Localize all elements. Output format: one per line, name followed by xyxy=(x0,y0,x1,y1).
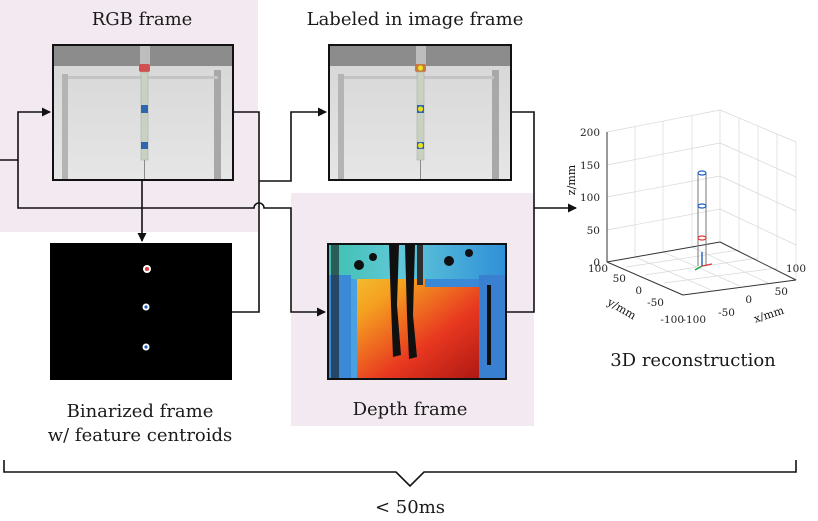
timing-label: < 50ms xyxy=(374,497,445,518)
reconstruction-label: 3D reconstruction xyxy=(610,350,776,371)
depth-frame-image xyxy=(327,243,507,380)
x-axis-label: x/mm xyxy=(752,304,786,326)
x-tick-m100: -100 xyxy=(682,314,706,326)
y-tick-m50: -50 xyxy=(647,297,664,309)
labeled-frame-image xyxy=(328,44,512,181)
y-axis-label: y/mm xyxy=(604,295,639,322)
rgb-frame-label: RGB frame xyxy=(91,9,193,30)
x-tick-0: 0 xyxy=(745,294,752,306)
binarized-frame-image xyxy=(50,243,232,380)
depth-frame-label: Depth frame xyxy=(352,399,468,420)
x-tick-50: 50 xyxy=(775,286,788,298)
z-tick-50: 50 xyxy=(587,225,600,237)
labeled-frame-label: Labeled in image frame xyxy=(306,9,524,30)
z-axis-label: z/mm xyxy=(565,164,578,195)
y-tick-m100: -100 xyxy=(660,314,684,326)
binarized-frame-sublabel: w/ feature centroids xyxy=(47,425,233,446)
z-tick-150: 150 xyxy=(580,160,600,172)
y-tick-100: 100 xyxy=(588,263,608,275)
z-tick-100: 100 xyxy=(580,192,600,204)
binarized-frame-label: Binarized frame xyxy=(66,401,214,422)
y-tick-50: 50 xyxy=(613,273,626,285)
x-tick-100: 100 xyxy=(786,263,806,275)
z-tick-0: 0 xyxy=(593,257,600,269)
rgb-frame-image xyxy=(52,44,234,181)
x-tick-m50: -50 xyxy=(718,307,735,319)
z-tick-200: 200 xyxy=(580,127,600,139)
y-tick-0: 0 xyxy=(635,285,642,297)
